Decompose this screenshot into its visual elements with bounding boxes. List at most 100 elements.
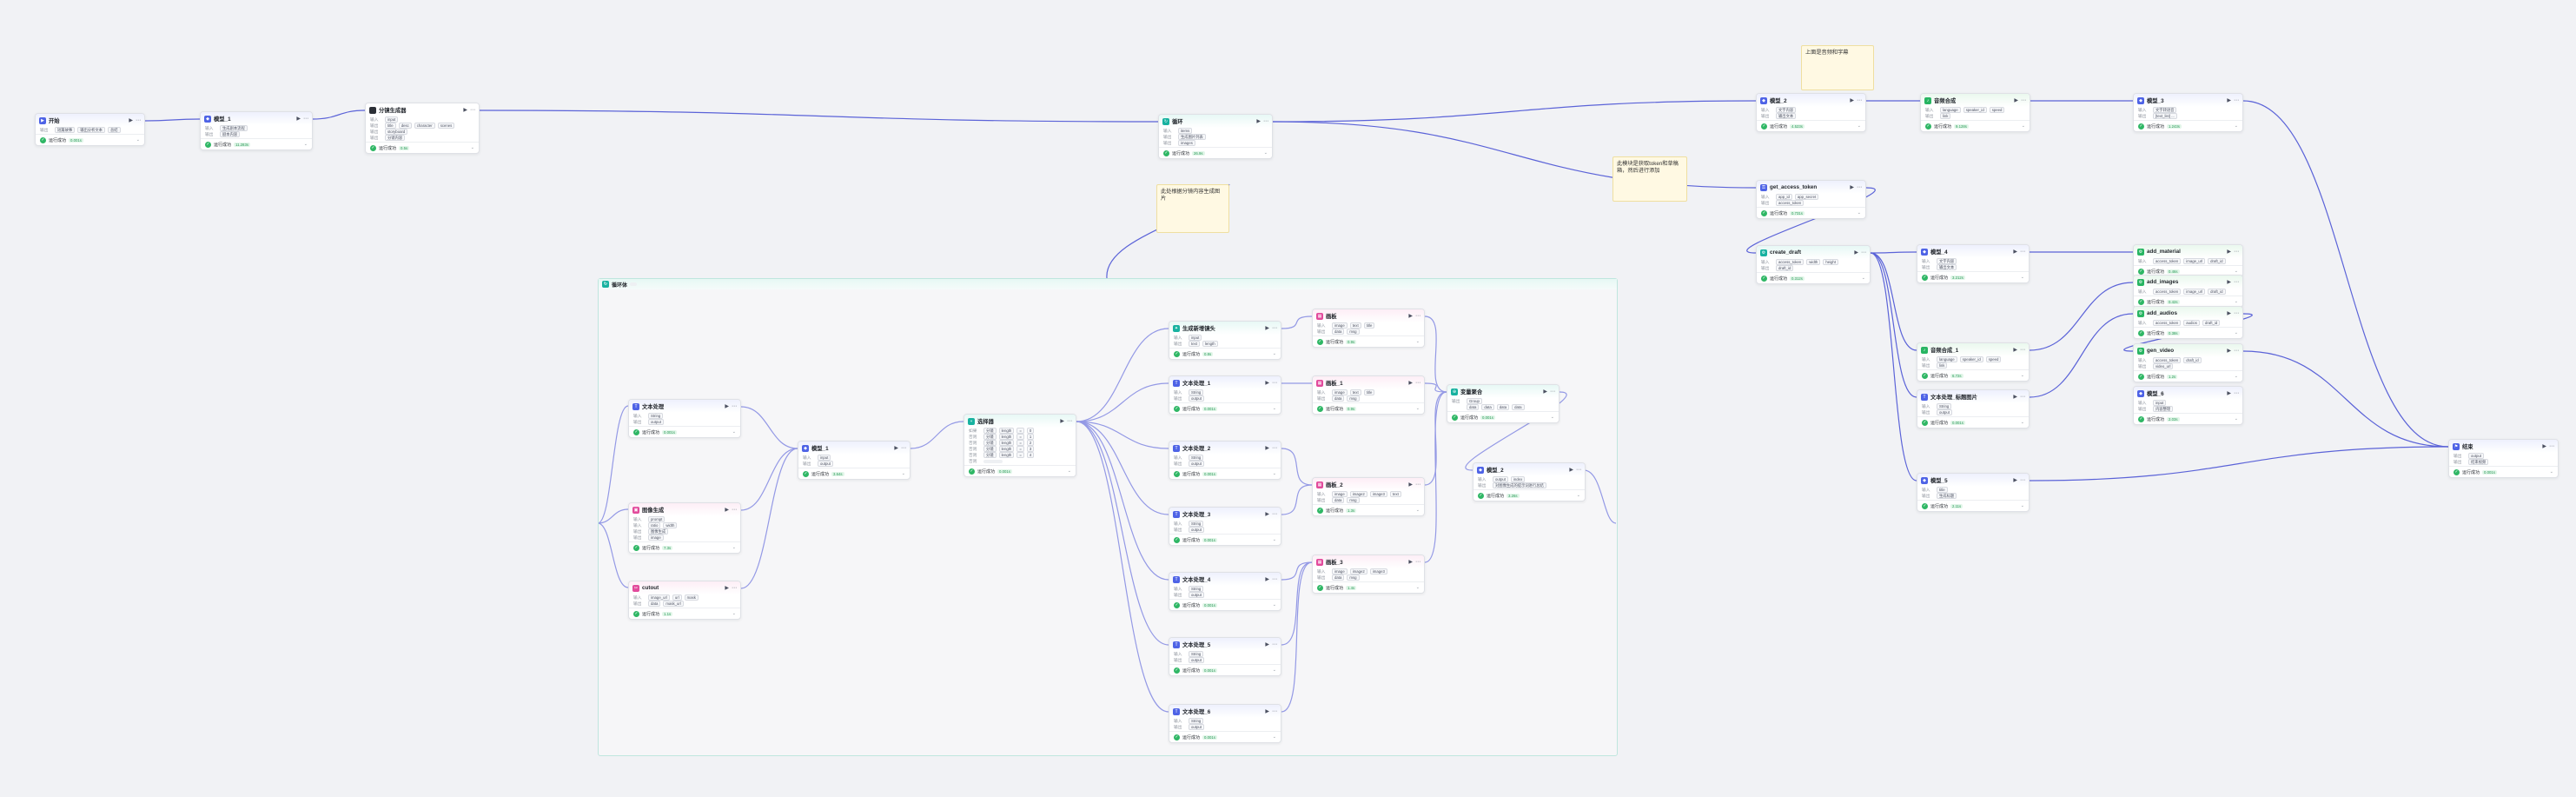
edge-draft-llm4[interactable] bbox=[1870, 251, 1917, 254]
chevron-down-icon[interactable]: ⌄ bbox=[2234, 299, 2238, 304]
edge-l_sel-l_t5[interactable] bbox=[1076, 421, 1169, 646]
edge-l_sel-l_t4[interactable] bbox=[1076, 421, 1169, 581]
edge-script-batch[interactable] bbox=[479, 110, 1159, 123]
more-icon[interactable]: ⋯ bbox=[1576, 468, 1581, 473]
chevron-down-icon[interactable]: ⌄ bbox=[1263, 150, 1268, 156]
edge-l_m2-l_merge[interactable] bbox=[1424, 382, 1447, 393]
run-icon[interactable]: ▶ bbox=[1408, 381, 1413, 386]
edge-l_sel-l_t2[interactable] bbox=[1076, 421, 1169, 449]
chevron-down-icon[interactable]: ⌄ bbox=[1576, 493, 1580, 498]
edge-l_cutout-l_llm[interactable] bbox=[740, 448, 798, 589]
edge-access-draft[interactable] bbox=[1746, 187, 1876, 254]
chevron-down-icon[interactable]: ⌄ bbox=[2234, 416, 2238, 422]
sticky-note[interactable]: 上面是音频和字幕 bbox=[1801, 45, 1874, 90]
chevron-down-icon[interactable]: ⌄ bbox=[1861, 276, 1865, 281]
chevron-down-icon[interactable]: ⌄ bbox=[732, 429, 736, 435]
edge-loop-entry[interactable] bbox=[597, 405, 629, 588]
chevron-down-icon[interactable]: ⌄ bbox=[732, 545, 736, 550]
sticky-note[interactable]: 此模块是获取token和草稿箱，然后进行添加 bbox=[1612, 156, 1687, 202]
more-icon[interactable]: ⋯ bbox=[1272, 381, 1277, 386]
more-icon[interactable]: ⋯ bbox=[1272, 642, 1277, 648]
edge-l_t3-l_m3[interactable] bbox=[1281, 484, 1313, 515]
chevron-down-icon[interactable]: ⌄ bbox=[2020, 420, 2024, 425]
run-icon[interactable]: ▶ bbox=[1256, 119, 1261, 124]
edge-l_t2-l_m3[interactable] bbox=[1281, 448, 1313, 486]
more-icon[interactable]: ⋯ bbox=[1415, 314, 1420, 319]
run-icon[interactable]: ▶ bbox=[2013, 348, 2017, 353]
more-icon[interactable]: ⋯ bbox=[2020, 395, 2025, 400]
chevron-down-icon[interactable]: ⌄ bbox=[136, 137, 140, 143]
run-icon[interactable]: ▶ bbox=[725, 404, 729, 409]
run-icon[interactable]: ▶ bbox=[2227, 249, 2231, 255]
edge-l_sel-l_t1[interactable] bbox=[1076, 382, 1169, 422]
chevron-down-icon[interactable]: ⌄ bbox=[1415, 585, 1420, 590]
edge-loop-exit[interactable] bbox=[1583, 469, 1617, 524]
edge-llm3-end[interactable] bbox=[2242, 100, 2449, 448]
edge-l_sel-l_t3[interactable] bbox=[1076, 421, 1169, 515]
chevron-down-icon[interactable]: ⌄ bbox=[1415, 508, 1420, 513]
more-icon[interactable]: ⋯ bbox=[136, 118, 141, 123]
edge-l_m4-l_merge[interactable] bbox=[1424, 391, 1447, 563]
more-icon[interactable]: ⋯ bbox=[2234, 98, 2239, 103]
chevron-down-icon[interactable]: ⌄ bbox=[1550, 415, 1554, 420]
chevron-down-icon[interactable]: ⌄ bbox=[2234, 123, 2238, 129]
chevron-down-icon[interactable]: ⌄ bbox=[2021, 123, 2025, 129]
run-icon[interactable]: ▶ bbox=[1408, 314, 1413, 319]
run-icon[interactable]: ▶ bbox=[1265, 446, 1269, 451]
run-icon[interactable]: ▶ bbox=[1265, 381, 1269, 386]
run-icon[interactable]: ▶ bbox=[2013, 249, 2017, 255]
more-icon[interactable]: ⋯ bbox=[2234, 249, 2239, 255]
run-icon[interactable]: ▶ bbox=[2227, 349, 2231, 354]
edge-l_m1-l_merge[interactable] bbox=[1424, 315, 1447, 393]
more-icon[interactable]: ⋯ bbox=[1861, 250, 1866, 256]
edge-tts2-addimg[interactable] bbox=[2029, 282, 2134, 351]
run-icon[interactable]: ▶ bbox=[1850, 98, 1854, 103]
more-icon[interactable]: ⋯ bbox=[732, 404, 737, 409]
run-icon[interactable]: ▶ bbox=[463, 108, 467, 113]
edge-batch-llm2[interactable] bbox=[1272, 100, 1757, 123]
run-icon[interactable]: ▶ bbox=[1265, 642, 1269, 648]
chevron-down-icon[interactable]: ⌄ bbox=[2020, 503, 2024, 508]
more-icon[interactable]: ⋯ bbox=[1067, 419, 1072, 424]
run-icon[interactable]: ▶ bbox=[2542, 444, 2546, 449]
more-icon[interactable]: ⋯ bbox=[1857, 98, 1862, 103]
edge-l_sel-l_t6[interactable] bbox=[1076, 421, 1169, 713]
more-icon[interactable]: ⋯ bbox=[1272, 577, 1277, 582]
